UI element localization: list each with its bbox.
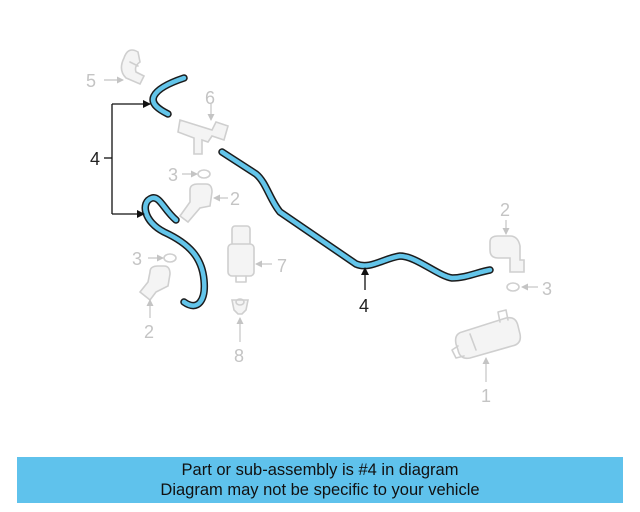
t-connector-part-6 bbox=[177, 104, 229, 155]
o-ring-part-3-lower-left bbox=[148, 253, 177, 263]
callout-1: 1 bbox=[481, 386, 491, 406]
info-banner: Part or sub-assembly is #4 in diagram Di… bbox=[17, 457, 623, 503]
callout-3-lower-left: 3 bbox=[132, 249, 142, 269]
washer-pump-part-7 bbox=[227, 225, 272, 283]
callout-6: 6 bbox=[205, 88, 215, 108]
callout-3-upper: 3 bbox=[168, 165, 178, 185]
callout-7: 7 bbox=[277, 256, 287, 276]
o-ring-part-3-upper bbox=[182, 169, 211, 179]
clip-part-5 bbox=[120, 49, 146, 86]
hose-part-4-main bbox=[218, 148, 494, 282]
hose-part-4-lower-left bbox=[141, 194, 209, 310]
washer-nozzle-part-1 bbox=[451, 309, 522, 382]
elbow-part-2-upper bbox=[178, 183, 228, 224]
banner-line-2: Diagram may not be specific to your vehi… bbox=[160, 481, 480, 499]
o-ring-part-3-right bbox=[506, 282, 538, 292]
elbow-part-2-right bbox=[489, 220, 525, 273]
callout-5: 5 bbox=[86, 71, 96, 91]
elbow-part-2-lower-left bbox=[138, 265, 171, 318]
callout-4-main: 4 bbox=[359, 296, 369, 316]
callout-2-upper: 2 bbox=[230, 189, 240, 209]
callout-4-left: 4 bbox=[90, 149, 100, 169]
callout-8: 8 bbox=[234, 346, 244, 366]
callout-2-lower-left: 2 bbox=[144, 322, 154, 342]
banner-line-1: Part or sub-assembly is #4 in diagram bbox=[181, 461, 459, 479]
callout-2-right: 2 bbox=[500, 200, 510, 220]
callout-4-bracket bbox=[104, 100, 151, 218]
parts-diagram: 5 6 3 2 7 8 3 2 bbox=[86, 49, 552, 406]
grommet-part-8 bbox=[231, 298, 249, 342]
callout-3-right: 3 bbox=[542, 279, 552, 299]
hose-part-4-upper bbox=[149, 74, 188, 118]
